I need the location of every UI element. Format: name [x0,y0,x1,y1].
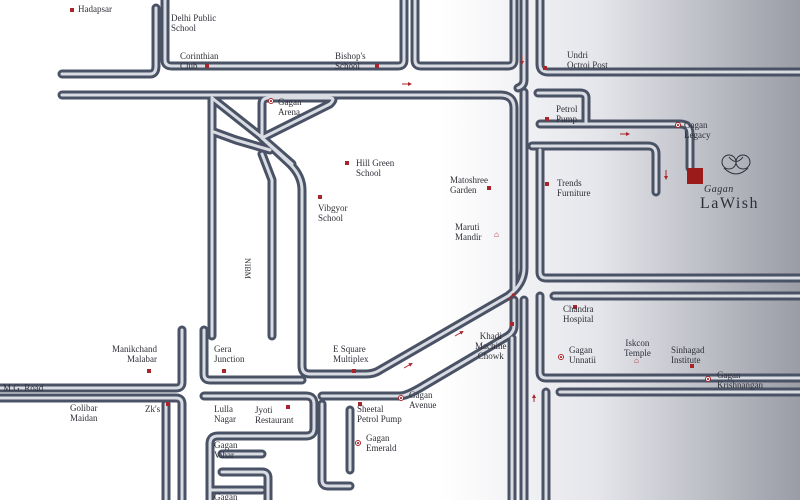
corinthian-club-marker [205,64,209,68]
label-golibar-maidan: Golibar Maidan [70,403,98,423]
label-sinhagad-institute: Sinhagad Institute [671,345,705,365]
label-chandra-hospital: Chandra Hospital [563,304,594,324]
label-sheetal-petrol-pump: Sheetal Petrol Pump [357,404,402,424]
label-hill-green-school: Hill Green School [356,158,395,178]
gagan-arena-marker [268,98,274,104]
label-manikchand-malabar: Manikchand Malabar [112,344,157,364]
label-lulla-nagar: Lulla Nagar [214,404,236,424]
gagan-emerald-marker [355,440,361,446]
hill-green-school-marker [345,161,349,165]
label-jyoti-restaurant: Jyoti Restaurant [255,405,294,425]
sheetal-petrol-pump-marker [358,402,362,406]
label-trends-furniture: Trends Furniture [557,178,591,198]
label-khadi-machine-chowk: Khadi Machine Chowk [475,331,507,361]
project-marker [687,168,703,184]
label-mg-road: M.G. Road [3,383,44,393]
gagan-krishnangan-marker [705,376,711,382]
label-gagan-unnatii: Gagan Unnatii [569,345,596,365]
label-undri-octroi-post: Undri Octroi Post [567,50,608,70]
label-maruti-mandir: Maruti Mandir [455,222,482,242]
label-gagan-arena: Gagan Arena [278,97,302,117]
label-gera-junction: Gera Junction [214,344,245,364]
project-emblem-icon [721,154,751,175]
project-brand-large: LaWish [700,195,760,212]
label-gagan-avenue: Gagan Avenue [409,390,437,410]
trends-furniture-marker [545,182,549,186]
gagan-legacy-marker [675,122,681,128]
undri-octroi-post-marker [543,66,547,70]
vibgyor-school-marker [318,195,322,199]
label-petrol-pump: Petrol Pump [556,104,578,124]
label-bishops-school: Bishop's School [335,51,366,71]
label-hadapsar: Hadapsar [78,4,112,14]
label-nibm: NIBM [243,258,252,279]
direction-arrow [454,331,464,337]
petrol-pump-marker [545,117,549,121]
gagan-avenue-marker [398,395,404,401]
chandra-hospital-marker [573,305,577,309]
label-corinthian-club: Corinthian Club [180,51,219,71]
hadapsar-marker [70,8,74,12]
label-gagan-emerald: Gagan Emerald [366,433,397,453]
gagan-unnatii-marker [558,354,564,360]
sinhagad-institute-marker [690,364,694,368]
iskcon-temple-marker: ⌂ [634,356,639,365]
label-matoshree-garden: Matoshree Garden [450,175,488,195]
khadi-machine-chowk-marker [510,322,514,326]
label-gagan-bottom: Gagan [214,492,238,500]
label-delhi-public-school: Delhi Public School [171,13,217,33]
label-iskcon-temple: Iskcon Temple [624,338,651,358]
project-brand-small: Gagan [704,184,734,195]
direction-arrow [507,292,516,301]
label-e-square-multiplex: E Square Multiplex [333,344,369,364]
e-square-multiplex-marker [352,369,356,373]
manikchand-malabar-marker [147,369,151,373]
label-zks: Zk's [145,404,161,414]
label-gagan-vihar: Gagan Vihar [214,440,238,460]
direction-arrow [403,363,413,369]
label-vibgyor-school: Vibgyor School [318,203,348,223]
zks-marker [166,402,170,406]
bishops-school-marker [375,64,379,68]
jyoti-restaurant-marker [286,405,290,409]
gera-junction-marker [222,369,226,373]
matoshree-garden-marker [487,186,491,190]
label-gagan-krishnangan: Gagan Krishnangan [717,370,763,390]
maruti-mandir-marker: ⌂ [494,230,499,239]
label-gagan-legacy: Gagan Legacy [684,120,711,140]
